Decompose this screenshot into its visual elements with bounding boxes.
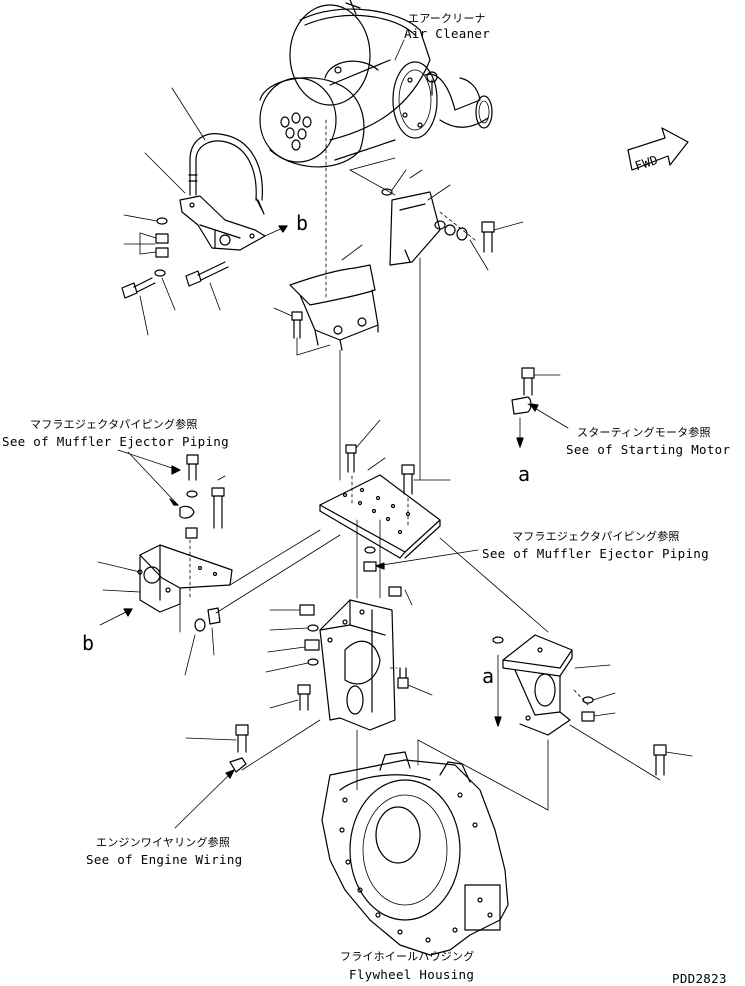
engine-wiring-label-en: See of Engine Wiring <box>86 852 243 867</box>
air-cleaner-label-jp: エアークリーナ <box>408 12 486 25</box>
fwd-arrow-icon: FWD <box>627 127 689 174</box>
starting-motor-label-jp: スターティングモータ参照 <box>577 425 711 439</box>
engine-wiring-clip <box>174 719 321 829</box>
muffler-ref-2-label-en: See of Muffler Ejector Piping <box>482 546 709 561</box>
air-cleaner-assembly <box>259 0 493 301</box>
right-bracket <box>417 634 693 811</box>
view-marker-b-left: b <box>82 631 94 655</box>
fwd-label: FWD <box>633 152 660 174</box>
muffler-ref-1-label-en: See of Muffler Ejector Piping <box>2 434 229 449</box>
view-marker-a-right: a <box>518 462 530 486</box>
air-cleaner-mount-left <box>273 244 379 356</box>
band-clamp-assembly <box>121 87 288 336</box>
engine-wiring-label-jp: エンジンワイヤリング参照 <box>96 835 230 849</box>
starting-motor-label-en: See of Starting Motor <box>566 442 731 457</box>
muffler-ref-2-label-jp: マフラエジェクタパイピング参照 <box>512 529 680 543</box>
air-cleaner-mount-right <box>349 157 524 271</box>
air-cleaner-label-en: Air Cleaner <box>404 26 490 41</box>
middle-plate <box>215 419 549 633</box>
drawing-code: PDD2823 <box>672 971 727 986</box>
starting-motor-parts <box>511 367 569 448</box>
view-marker-b-top: b <box>296 211 308 235</box>
flywheel-label-en: Flywheel Housing <box>349 967 474 982</box>
view-marker-a-lower: a <box>482 664 494 688</box>
flywheel-housing <box>321 739 509 956</box>
flywheel-label-jp: フライホイールハウジング <box>340 949 474 963</box>
muffler-ref-1-label-jp: マフラエジェクタパイピング参照 <box>30 417 198 431</box>
muffler-bracket-left <box>97 449 233 676</box>
center-bracket <box>265 599 433 773</box>
